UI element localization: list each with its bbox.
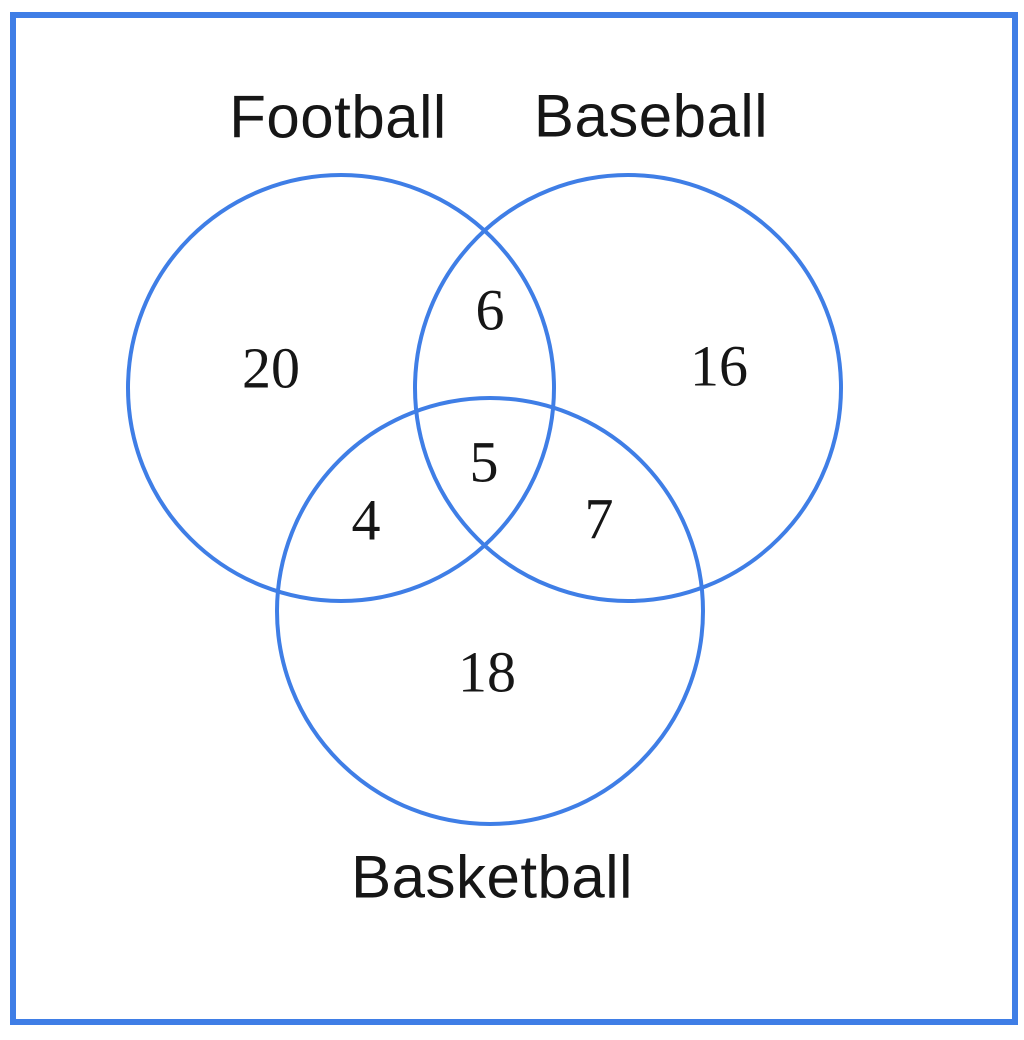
football-label: Football [229,83,447,151]
region-count-football-and-baseball: 6 [475,277,505,343]
region-count-football-only: 20 [242,335,300,401]
region-count-baseball-only: 16 [690,333,748,399]
region-count-basketball-only: 18 [458,639,516,705]
baseball-label: Baseball [533,82,769,150]
basketball-circle [275,396,705,826]
region-count-football-and-basketball: 4 [351,487,381,553]
region-count-all-three: 5 [469,429,499,495]
outer-border [10,12,1018,1025]
region-count-baseball-and-basketball: 7 [584,486,614,552]
basketball-label: Basketball [351,843,633,911]
